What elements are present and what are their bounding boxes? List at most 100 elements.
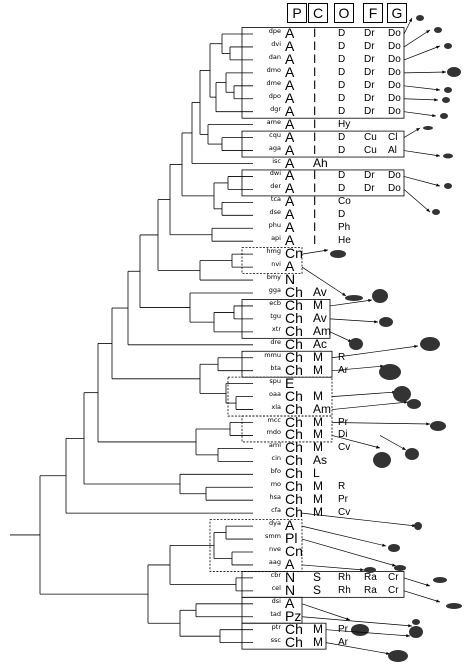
mouse-icon bbox=[420, 337, 440, 351]
rank-o: D bbox=[338, 131, 346, 143]
flatworm-icon bbox=[394, 565, 406, 571]
rank-g: Cr bbox=[388, 584, 399, 596]
taxon-label: mcc bbox=[267, 415, 281, 424]
tree-branch bbox=[301, 564, 365, 571]
arrow-head bbox=[426, 583, 430, 587]
rank-p: Ch bbox=[285, 465, 303, 482]
rank-o: R bbox=[338, 481, 346, 493]
platypus-icon bbox=[407, 399, 421, 409]
taxon-label: api bbox=[271, 234, 281, 243]
taxon-label: tad bbox=[270, 609, 281, 618]
tree-branch bbox=[331, 422, 431, 425]
taxon-label: dan bbox=[268, 52, 281, 61]
rank-p: Pl bbox=[285, 530, 298, 547]
rank-o: D bbox=[338, 40, 346, 52]
rank-f: Ra bbox=[364, 584, 377, 596]
arrow-head bbox=[442, 70, 446, 74]
rank-p: A bbox=[285, 76, 295, 93]
rank-p: A bbox=[285, 594, 295, 611]
taxon-label: dmo bbox=[266, 65, 281, 74]
taxon-label: mo bbox=[270, 480, 281, 489]
header-c: C bbox=[308, 3, 328, 23]
tree-branch bbox=[403, 189, 431, 213]
rank-p: A bbox=[285, 154, 295, 171]
fly-icon bbox=[434, 27, 442, 33]
taxon-label: dse bbox=[269, 208, 281, 217]
rank-f: Dr bbox=[364, 105, 375, 117]
rank-f: Dr bbox=[364, 170, 375, 182]
taxon-label: spu bbox=[269, 376, 281, 385]
tree-branch bbox=[403, 577, 431, 587]
tree-branch bbox=[301, 538, 397, 567]
arrow-head bbox=[392, 563, 396, 567]
clade-box bbox=[241, 247, 303, 274]
rank-o: Pr bbox=[338, 494, 348, 506]
rank-c: I bbox=[313, 129, 317, 144]
arrow-head bbox=[324, 249, 328, 253]
rank-p: A bbox=[285, 25, 295, 41]
arrow-head bbox=[382, 543, 386, 547]
rank-p: A bbox=[285, 206, 295, 223]
arrow-head bbox=[434, 98, 438, 102]
arrow-head bbox=[414, 344, 418, 349]
taxon-label: dwi bbox=[269, 169, 281, 178]
rank-c: I bbox=[313, 181, 317, 196]
arrow-head bbox=[436, 88, 440, 92]
arrow-head bbox=[408, 624, 412, 628]
taxon-label: ssc bbox=[270, 635, 281, 644]
rank-g: Cl bbox=[388, 131, 398, 143]
rank-f: Dr bbox=[364, 183, 375, 195]
taxon-label: isc bbox=[272, 156, 281, 165]
rank-p: Ch bbox=[285, 633, 303, 650]
rank-c: I bbox=[313, 26, 317, 40]
rank-p: Ch bbox=[285, 322, 303, 339]
rank-c: M bbox=[313, 414, 323, 429]
rank-p: Cn bbox=[285, 543, 303, 559]
tree-branch bbox=[329, 299, 373, 307]
rank-o: R bbox=[338, 351, 346, 363]
worm-icon bbox=[388, 544, 400, 552]
rank-o: D bbox=[338, 79, 346, 91]
taxon-label: mmu bbox=[264, 350, 281, 359]
chimp-icon bbox=[409, 626, 423, 638]
taxon-label: smm bbox=[264, 532, 281, 541]
rank-p: Cn bbox=[285, 245, 303, 262]
arrow-head bbox=[360, 568, 364, 572]
rank-c: Av bbox=[313, 310, 327, 325]
rank-o: D bbox=[338, 53, 346, 65]
tree-branch bbox=[301, 616, 413, 627]
rank-p: Ch bbox=[285, 620, 303, 637]
rank-p: A bbox=[285, 141, 295, 158]
arrow-head bbox=[426, 422, 430, 426]
rank-c: Am bbox=[313, 323, 331, 338]
rank-c: I bbox=[313, 103, 317, 118]
clade-box bbox=[241, 130, 405, 158]
tree-branch bbox=[403, 150, 441, 157]
rank-p: Ch bbox=[285, 491, 303, 508]
taxon-label: dya bbox=[269, 519, 281, 528]
mosquito-icon bbox=[423, 126, 433, 130]
wasp-icon bbox=[345, 295, 363, 301]
rank-o: D bbox=[338, 92, 346, 104]
taxon-label: xla bbox=[271, 402, 281, 411]
rank-p: Ch bbox=[285, 335, 303, 352]
rank-c: I bbox=[313, 90, 317, 105]
taxon-label: bta bbox=[270, 363, 281, 372]
tree-branch bbox=[331, 365, 385, 372]
rank-p: N bbox=[285, 271, 296, 288]
tree-branch bbox=[329, 318, 379, 323]
taxon-label: dvi bbox=[271, 39, 281, 48]
rank-o: He bbox=[338, 235, 351, 247]
clade-box bbox=[241, 350, 333, 378]
arrow-head bbox=[368, 298, 372, 303]
urchin-icon bbox=[393, 386, 411, 402]
rank-c: I bbox=[313, 220, 317, 235]
rank-c: M bbox=[313, 621, 323, 636]
rank-o: Co bbox=[338, 196, 351, 208]
rank-c: M bbox=[313, 479, 323, 494]
bird-icon bbox=[379, 317, 393, 327]
cow-icon bbox=[379, 364, 401, 380]
rank-c: I bbox=[313, 64, 317, 79]
rank-p: E bbox=[285, 374, 295, 391]
